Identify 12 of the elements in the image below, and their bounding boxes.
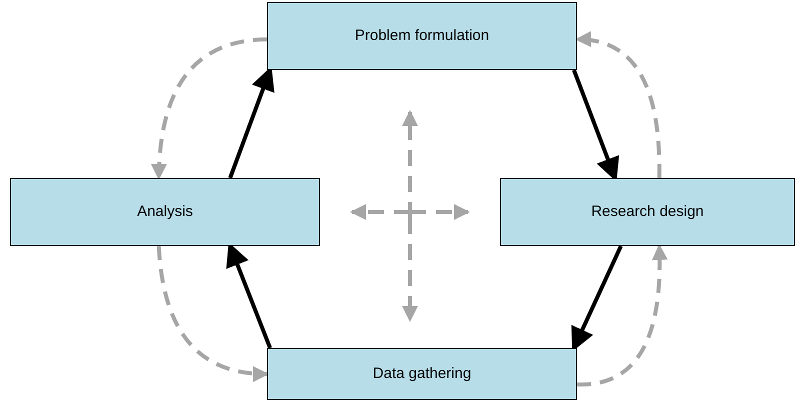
box-label: Problem formulation (354, 26, 490, 46)
arrow (575, 32, 662, 178)
arrow (156, 246, 269, 382)
arrow (151, 37, 268, 180)
box-label: Analysis (137, 202, 193, 222)
process-box (10, 178, 320, 246)
box-label: Research design (591, 202, 704, 222)
process-box (267, 2, 577, 70)
process-box (500, 178, 795, 246)
process-box (267, 348, 577, 400)
box-label: Data gathering (372, 364, 472, 384)
arrow (576, 244, 668, 386)
